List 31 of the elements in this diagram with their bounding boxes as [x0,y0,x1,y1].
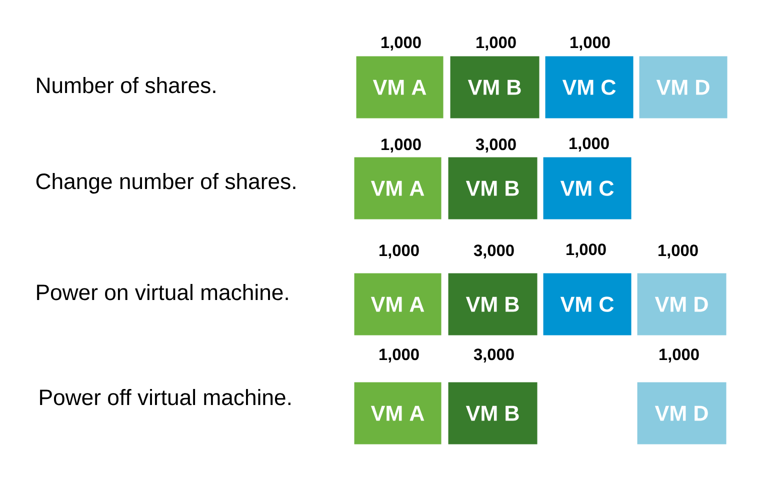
vm-box: VM A [356,56,444,118]
share-count: 1,000 [570,36,610,51]
vm-box: VM C [543,157,632,220]
vm-box: VM C [545,56,634,118]
vm-box: VM A [354,157,442,220]
share-count: 1,000 [382,138,421,153]
vm-box: VM B [448,273,538,336]
row-label: Change number of shares. [36,172,296,194]
share-count: 1,000 [476,36,516,51]
share-count: 1,000 [658,244,698,259]
share-count: 1,000 [570,138,609,152]
vm-box: VM A [354,382,442,444]
row-label: Number of shares. [37,76,216,94]
vm-box: VM C [543,273,632,336]
vm-box: VM B [448,157,538,220]
share-count: 1,000 [380,244,419,259]
vm-box: VM B [448,382,538,444]
share-count: 3,000 [476,138,516,153]
share-count: 1,000 [382,36,421,51]
vm-box: VM D [637,382,726,444]
share-count: 3,000 [474,348,514,363]
vm-box: VM D [639,56,728,118]
row-label: Power on virtual machine. [37,284,288,300]
vm-box: VM B [450,56,540,118]
share-count: 1,000 [380,348,419,363]
row-label: Power off virtual machine. [40,388,290,406]
share-count: 1,000 [566,244,606,258]
vm-box: VM D [637,273,726,336]
vm-box: VM A [354,273,442,336]
share-count: 3,000 [474,244,514,259]
share-count: 1,000 [660,348,699,363]
